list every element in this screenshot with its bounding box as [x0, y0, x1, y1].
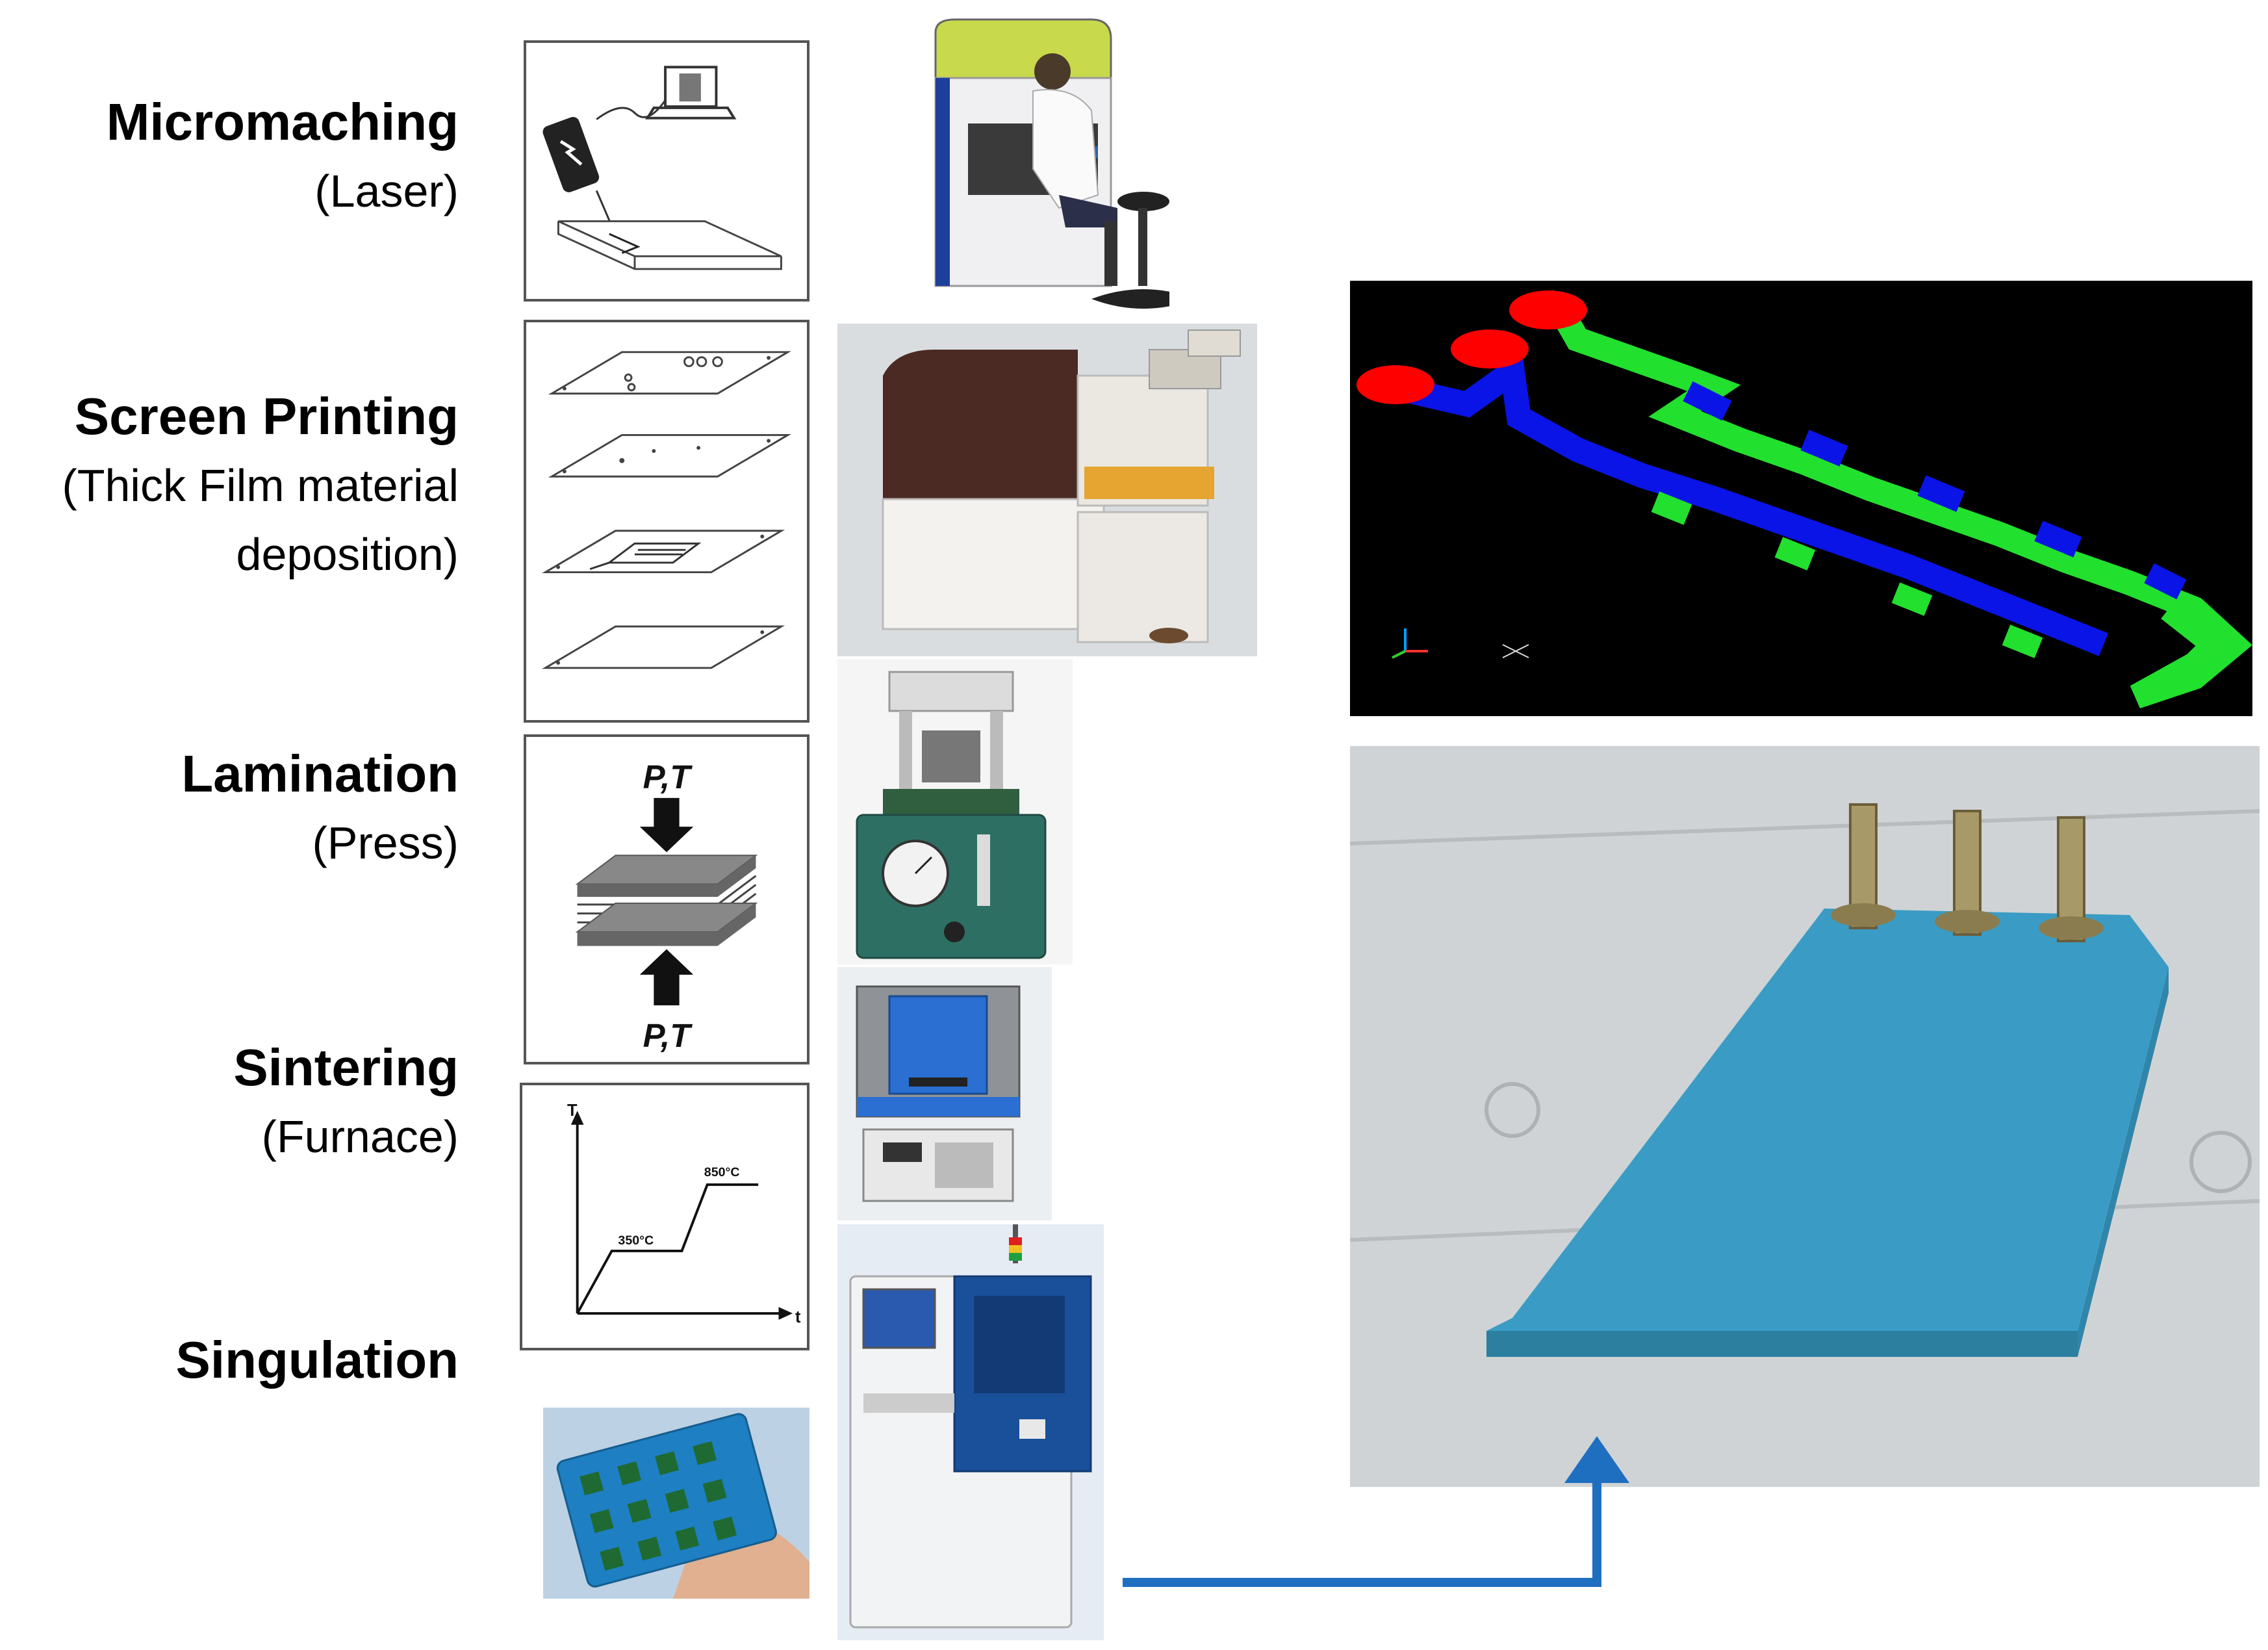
laser-machine-photo: [897, 13, 1169, 318]
arrow-up-icon: [1564, 1436, 1629, 1483]
substrate-plate: [557, 220, 782, 257]
layer-2: [548, 433, 791, 478]
printed-pattern: [589, 542, 702, 571]
step-screen-printing: Screen Printing (Thick Film material dep…: [0, 382, 459, 589]
step-title: Sintering: [233, 1038, 459, 1096]
board-in-hand-illustration: [556, 1413, 809, 1599]
step-title: Singulation: [175, 1331, 459, 1389]
pressure-temp-label-bottom: P,T: [643, 1017, 693, 1054]
flow-arrow-line: [1123, 1478, 1601, 1587]
upper-channel: [1553, 310, 2252, 709]
laptop-base: [645, 107, 737, 120]
printer-hood: [883, 350, 1078, 499]
layer-4: [542, 625, 785, 669]
dicing-saw-photo: [837, 1224, 1104, 1640]
press-illustration: [856, 671, 1047, 959]
channel-render-drawing: [1357, 290, 2252, 709]
fluidic-ports: [1831, 803, 2104, 942]
inlet-pad-1: [1509, 290, 1587, 329]
step-subtitle: (Furnace): [261, 1111, 459, 1162]
plateau-label-350: 350°C: [618, 1233, 654, 1248]
singulated-board-photo: [543, 1408, 809, 1599]
laser-head-icon: [542, 116, 600, 192]
furnace-illustration: [856, 985, 1021, 1202]
ceramic-device: [1486, 909, 2169, 1331]
furnace-photo: [837, 967, 1052, 1220]
lamination-schematic: P,T P,T: [524, 734, 809, 1064]
laser-schematic: [524, 40, 809, 302]
step-micromachining: Micromaching (Laser): [0, 88, 459, 226]
sintering-graph: T t 350°C 850°C: [520, 1083, 809, 1350]
step-lamination: Lamination (Press): [0, 740, 459, 877]
laptop-display-content: [679, 73, 701, 102]
pressure-temp-label-top: P,T: [643, 758, 693, 795]
step-title: Lamination: [181, 745, 459, 803]
operator-coat: [1032, 89, 1099, 209]
step-title: Micromaching: [106, 93, 459, 151]
arrow-up-icon: [639, 949, 694, 1005]
operator-legs: [1059, 195, 1117, 227]
temperature-curve: [576, 1183, 759, 1314]
device-illustration: [1350, 746, 2260, 1487]
screen-printing-schematic: [524, 320, 809, 723]
print-station: [1084, 467, 1214, 499]
ceramic-board: [556, 1413, 777, 1588]
stool-seat: [1117, 192, 1169, 211]
layer-1: [548, 351, 791, 395]
axis-triad-icon: [1392, 628, 1428, 659]
fabricated-device-photo: [1350, 746, 2260, 1487]
flow-arrow: [1123, 1436, 1629, 1587]
saw-monitor: [862, 1288, 936, 1349]
x-axis-label: t: [795, 1308, 801, 1326]
laser-machine-illustration: [934, 18, 1169, 309]
laser-schematic-drawing: [542, 66, 782, 270]
y-axis-label: T: [567, 1102, 578, 1120]
layer-3: [542, 530, 785, 574]
step-singulation: Singulation: [0, 1326, 459, 1395]
printer-cabinet: [882, 498, 1105, 630]
step-title: Screen Printing: [74, 387, 459, 445]
inlet-pad-2: [1451, 329, 1529, 368]
step-subtitle: (Laser): [314, 166, 459, 216]
origin-marker-icon: [1502, 644, 1529, 658]
dicing-saw-illustration: [837, 1224, 1104, 1640]
temperature-profile: T t 350°C 850°C: [567, 1102, 801, 1326]
laser-cable: [596, 99, 667, 120]
inlet-pad-3: [1357, 365, 1434, 404]
press-drawing: P,T P,T: [575, 758, 758, 1054]
step-sintering: Sintering (Furnace): [0, 1033, 459, 1171]
step-subtitle: deposition): [236, 529, 459, 580]
layer-stack-drawing: [542, 351, 791, 669]
operator-head: [1034, 53, 1071, 90]
screen-printer-illustration: [882, 329, 1241, 643]
screen-printer-photo: [837, 324, 1257, 656]
plateau-label-850: 850°C: [704, 1165, 740, 1179]
step-subtitle: (Press): [312, 818, 459, 868]
lower-channel: [1379, 350, 2109, 656]
lamination-press-photo: [837, 659, 1073, 964]
arrow-down-icon: [639, 797, 694, 853]
channel-3d-render: [1350, 281, 2252, 716]
step-subtitle: (Thick Film material: [62, 460, 459, 511]
